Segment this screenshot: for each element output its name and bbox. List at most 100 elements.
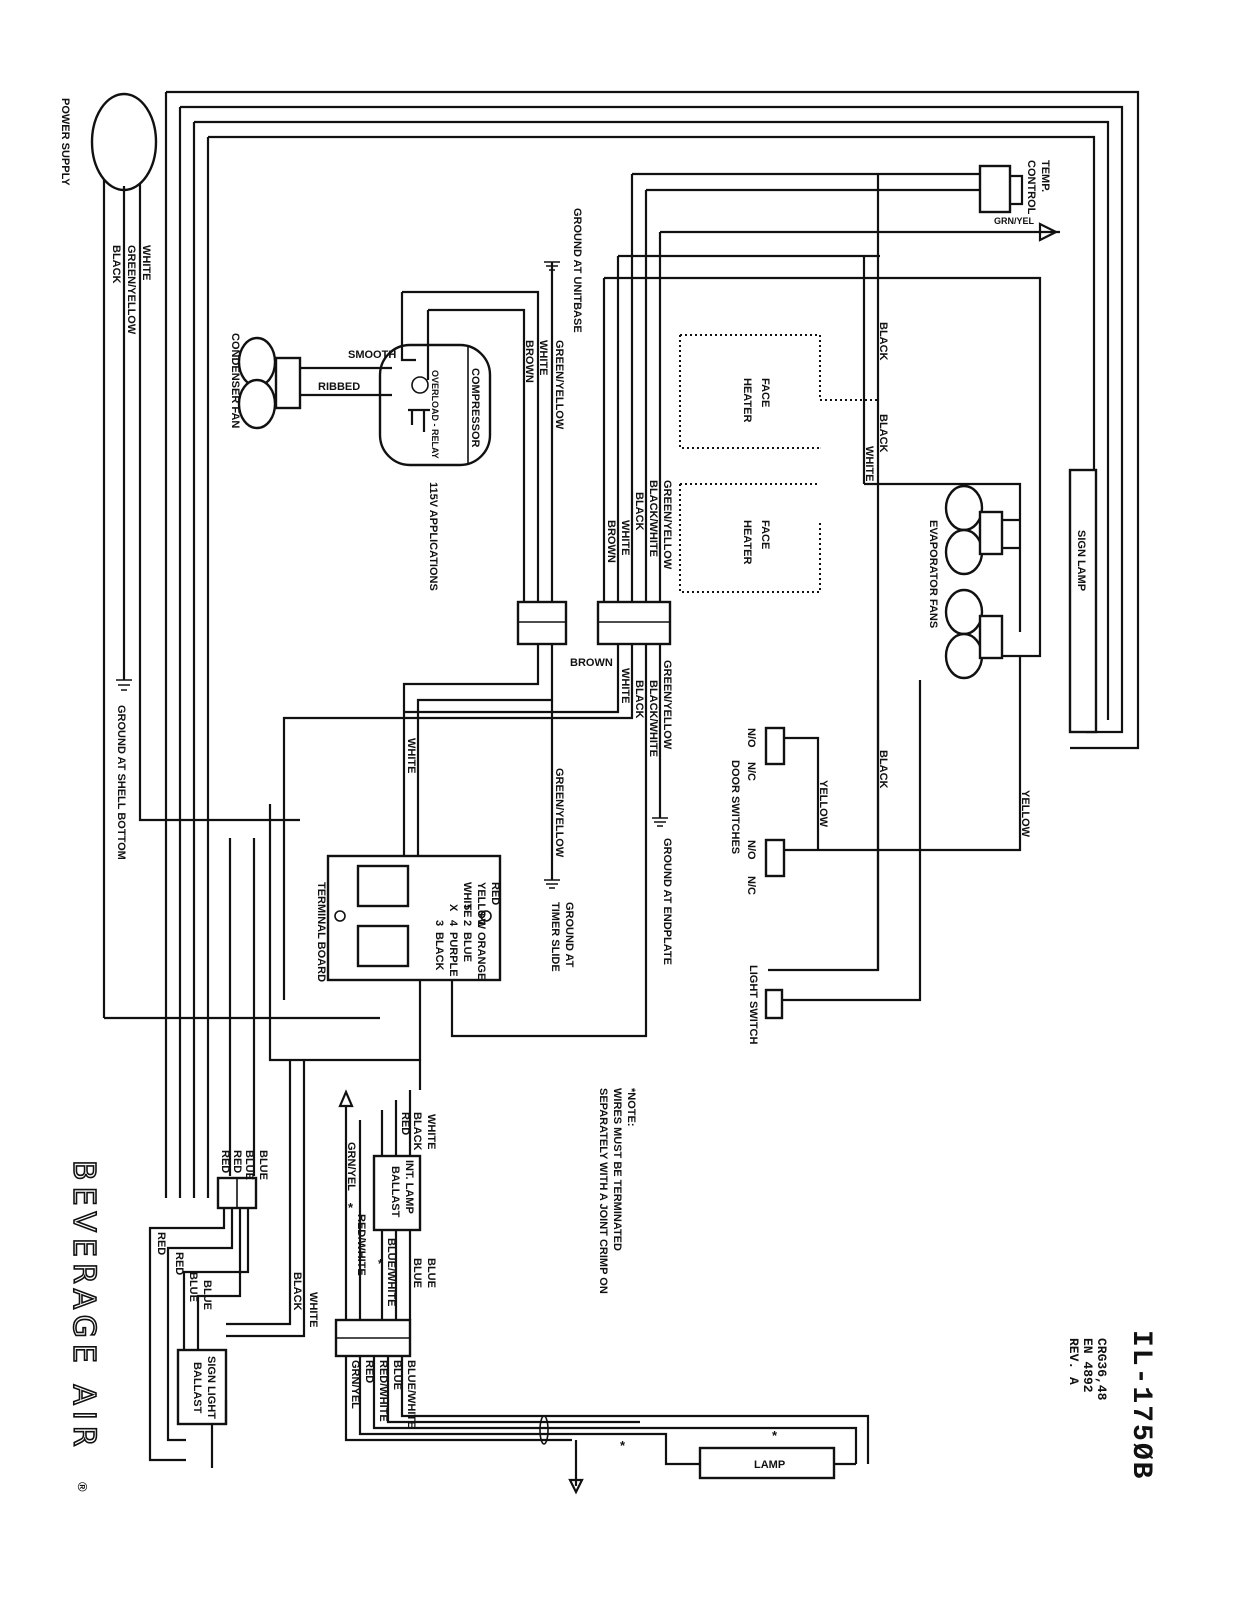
bl-red-1: RED bbox=[231, 1150, 243, 1173]
terminal-board-body bbox=[326, 854, 502, 982]
ilb-blue-1: BLUE bbox=[425, 1258, 437, 1288]
m-white-label: WHITE bbox=[619, 668, 631, 703]
connectors bbox=[516, 600, 672, 646]
h-white-label: WHITE bbox=[619, 520, 631, 555]
bl-blue-4: BLUE bbox=[187, 1272, 199, 1302]
ilb-bw-label: BLUE/WHITE bbox=[385, 1238, 397, 1306]
bl-red-3: RED bbox=[155, 1232, 167, 1255]
applications-label: 115V APPLICATIONS bbox=[427, 482, 439, 591]
compressor-group: COMPRESSOR OVERLOAD - RELAY 115V APPLICA… bbox=[229, 208, 583, 620]
door-nc-2: N/C bbox=[745, 876, 757, 895]
bc-blue-label: BLUE bbox=[391, 1360, 403, 1390]
tb-blue: BLUE bbox=[461, 932, 473, 962]
r-black-2: BLACK bbox=[877, 414, 889, 453]
door-yellow-label: YELLOW bbox=[817, 780, 829, 828]
compressor-body bbox=[378, 343, 492, 467]
ilb-blue-2: BLUE bbox=[411, 1258, 423, 1288]
bc-bw-label: BLUE/WHITE bbox=[405, 1360, 417, 1428]
tb-purple: PURPLE bbox=[447, 932, 459, 977]
slb-black-label: BLACK bbox=[291, 1272, 303, 1311]
overload-relay-label: OVERLOAD - RELAY bbox=[430, 370, 440, 459]
h-black-label: BLACK bbox=[633, 492, 645, 531]
compressor-label: COMPRESSOR bbox=[469, 368, 481, 448]
registered-mark: ® bbox=[75, 1482, 90, 1492]
sign-light-ballast bbox=[176, 1348, 228, 1426]
tb-black: BLACK bbox=[433, 932, 445, 971]
tb-n3: 3 bbox=[433, 920, 445, 926]
ilb-white-label: WHITE bbox=[425, 1114, 437, 1149]
ast-2: * bbox=[378, 1256, 384, 1271]
model-number: IL-175ØB bbox=[1125, 1330, 1156, 1480]
comp-white-label: WHITE bbox=[537, 340, 549, 375]
tb-n5: 5 bbox=[461, 904, 473, 910]
h-brown-label: BROWN bbox=[605, 520, 617, 563]
note: *NOTE: WIRES MUST BE TERMINATED SEPARATE… bbox=[597, 1088, 637, 1294]
ref-line-3: REV. A bbox=[1066, 1338, 1081, 1385]
tb-nx: X bbox=[447, 904, 459, 912]
bc-red-label: RED bbox=[363, 1360, 375, 1383]
tb-yellow: YELLOW bbox=[475, 882, 487, 930]
face-heater-1-b: HEATER bbox=[741, 378, 753, 422]
note-2: WIRES MUST BE TERMINATED bbox=[611, 1088, 623, 1251]
note-1: *NOTE: bbox=[625, 1088, 637, 1127]
door-no-1: N/O bbox=[745, 728, 757, 748]
tb-n0: 0 bbox=[475, 910, 487, 916]
ilb-red-label: RED bbox=[399, 1112, 411, 1135]
right-yellow-label: YELLOW bbox=[1019, 790, 1031, 838]
ground-timer-1: GROUND AT bbox=[563, 902, 575, 968]
brand-logo: BEVERAGE AIR bbox=[66, 1160, 101, 1453]
power-supply-label: POWER SUPPLY bbox=[59, 98, 71, 186]
bc-rw-label: RED/WHITE bbox=[377, 1360, 389, 1422]
control-harness: GREEN/YELLOW BLACK/WHITE BLACK WHITE BRO… bbox=[570, 160, 1098, 1044]
tb-white: WHITE bbox=[461, 882, 473, 917]
bl-red-4: RED bbox=[173, 1252, 185, 1275]
ground-timer-2: TIMER SLIDE bbox=[549, 902, 561, 972]
light-switch-label: LIGHT SWITCH bbox=[747, 965, 759, 1044]
bc-grnyel-label: GRN/YEL bbox=[349, 1360, 361, 1409]
temp-control-label-1: TEMP. bbox=[1039, 160, 1051, 192]
ast-3: * bbox=[620, 1438, 626, 1453]
r-black-1: BLACK bbox=[877, 322, 889, 361]
terminal-board-label: TERMINAL BOARD bbox=[315, 882, 327, 982]
face-heater-2-a: FACE bbox=[759, 520, 771, 549]
lamp-area: BLUE BLUE RED RED RED RED BLUE BLUE SIGN… bbox=[148, 1060, 870, 1495]
m-black-label: BLACK bbox=[633, 680, 645, 719]
ts-gy-label: GREEN/YELLOW bbox=[553, 768, 565, 858]
face-heater-1-a: FACE bbox=[759, 378, 771, 407]
h-gy-label: GREEN/YELLOW bbox=[661, 480, 673, 570]
evap-fans-label: EVAPORATOR FANS bbox=[927, 520, 939, 628]
door-switches-label: DOOR SWITCHES bbox=[729, 760, 741, 854]
connector-right bbox=[596, 600, 672, 646]
title-block: IL-175ØB CRG36,48 EN 4892 REV. A BEVERAG… bbox=[65, 1159, 1156, 1492]
condenser-fan-label: CONDENSER FAN bbox=[229, 333, 241, 428]
ground-unitbase-label: GROUND AT UNITBASE bbox=[571, 208, 583, 333]
terminal-board: TERMINAL BOARD RED YELLOW WHITE ORANGE B… bbox=[315, 854, 502, 982]
ribbed-label: RIBBED bbox=[318, 381, 360, 393]
face-heater-2-b: HEATER bbox=[741, 520, 753, 564]
ps-white-label: WHITE bbox=[140, 245, 152, 280]
door-no-2: N/O bbox=[745, 840, 757, 860]
ilb-grnyel-label: GRN/YEL bbox=[345, 1142, 357, 1191]
mid-wires: GREEN/YELLOW GROUND AT TIMER SLIDE WHITE bbox=[228, 644, 648, 1176]
bl-blue-3: BLUE bbox=[201, 1280, 213, 1310]
m-bw-label: BLACK/WHITE bbox=[647, 680, 659, 757]
slb-label-2: BALLAST bbox=[191, 1362, 203, 1414]
ground-shell-label: GROUND AT SHELL BOTTOM bbox=[115, 705, 127, 860]
ground-endplate-label: GROUND AT ENDPLATE bbox=[661, 838, 673, 965]
sign-lamp-body bbox=[1068, 468, 1098, 734]
bl-red-2: RED bbox=[219, 1150, 231, 1173]
connector-left bbox=[516, 600, 568, 646]
m-gy-label: GREEN/YELLOW bbox=[661, 660, 673, 750]
outer-harness bbox=[164, 90, 1140, 1198]
ref-line-1: CRG36,48 bbox=[1094, 1338, 1109, 1401]
ilb-black-label: BLACK bbox=[411, 1112, 423, 1151]
tb-n1: 1 bbox=[475, 920, 487, 926]
r-white: WHITE bbox=[863, 446, 875, 481]
ps-black-label: BLACK bbox=[110, 245, 122, 284]
smooth-label: SMOOTH bbox=[348, 349, 396, 361]
tb-white-wire-label: WHITE bbox=[405, 738, 417, 773]
slb-white-label: WHITE bbox=[307, 1292, 319, 1327]
ilb-label-2: BALLAST bbox=[389, 1166, 401, 1218]
tb-n2: 2 bbox=[461, 920, 473, 926]
